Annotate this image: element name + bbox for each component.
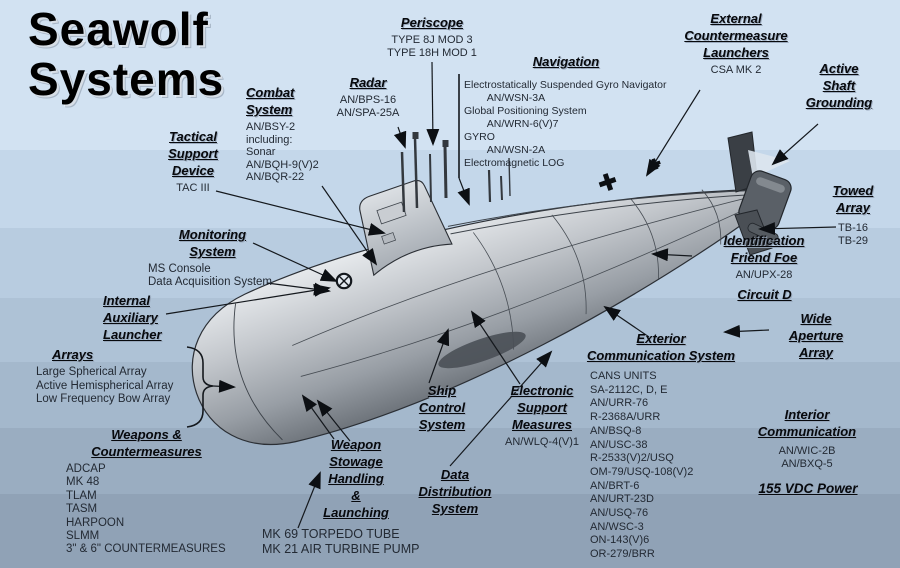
label-title: Interior Communication [757,407,857,439]
label-title: Internal Auxiliary Launcher [103,293,162,342]
label-title: Identification Friend Foe [723,233,805,265]
label-ship-control-system: Ship Control System [404,382,480,433]
label-body: AN/BPS-16 AN/SPA-25A [336,94,400,119]
label-body: TAC III [176,182,210,194]
label-title: Data Distribution System [418,467,492,516]
label-tactical-support-device: Tactical Support Device TAC III [148,128,238,195]
label-torpedo-tube-equipment: MK 69 TORPEDO TUBE MK 21 AIR TURBINE PUM… [262,527,447,557]
label-body: TYPE 8J MOD 3 TYPE 18H MOD 1 [387,34,477,59]
label-weapons-countermeasures: Weapons & Countermeasures ADCAP MK 48 TL… [44,426,249,557]
label-title: External Countermeasure Launchers [684,11,788,60]
label-identification-friend-foe: Identification Friend Foe AN/UPX-28 [693,232,835,282]
label-navigation-body: Electrostatically Suspended Gyro Navigat… [464,76,694,170]
label-title: Monitoring System [178,227,247,259]
label-title: Circuit D [737,287,792,302]
label-data-distribution-system: Data Distribution System [396,466,514,517]
label-navigation-title: Navigation [505,53,627,70]
label-body: Electrostatically Suspended Gyro Navigat… [464,79,667,169]
hull-group [191,179,789,446]
label-title: Towed Array [832,183,874,215]
label-body: AN/BSY-2 including: Sonar AN/BQH-9(V)2 A… [246,121,319,183]
label-circuit-d: Circuit D [712,286,817,303]
label-body: MS Console Data Acquisition System [148,263,273,288]
label-radar: Radar AN/BPS-16 AN/SPA-25A [320,74,416,120]
label-exterior-communication-system: Exterior Communication System CANS UNITS… [566,330,756,562]
label-monitoring-system: Monitoring System MS Console Data Acquis… [140,226,285,289]
label-title: Active Shaft Grounding [805,61,873,110]
label-towed-array: Towed Array TB-16 TB-29 [816,182,890,248]
label-body: AN/WIC-2B AN/BXQ-5 [778,445,836,470]
label-interior-communication: Interior Communication AN/WIC-2B AN/BXQ-… [740,406,874,471]
label-title: Periscope [400,15,464,30]
label-title: Weapons & Countermeasures [91,427,202,459]
launcher-ring-icon [335,272,353,290]
label-title: Navigation [532,54,600,69]
label-body: TB-16 TB-29 [838,222,868,247]
label-title: Ship Control System [418,383,466,432]
label-title: Combat System [246,85,295,117]
label-internal-auxiliary-launcher: Internal Auxiliary Launcher [103,292,201,343]
label-combat-system: Combat System AN/BSY-2 including: Sonar … [246,84,351,184]
label-body: AN/WLQ-4(V)1 [505,436,579,448]
label-body: ADCAP MK 48 TLAM TASM HARPOON SLMM 3" & … [66,463,226,556]
label-electronic-support-measures: Electronic Support Measures AN/WLQ-4(V)1 [486,382,598,449]
label-arrays: Arrays Large Spherical Array Active Hemi… [36,346,198,407]
page-title: Seawolf Systems [28,3,225,105]
label-wide-aperture-array: Wide Aperture Array [772,310,860,361]
label-body: Large Spherical Array Active Hemispheric… [36,366,174,405]
label-title: Wide Aperture Array [788,311,844,360]
label-title: Electronic Support Measures [510,383,574,432]
label-body: CANS UNITS SA-2112C, D, E AN/URR-76 R-23… [590,370,694,561]
label-title: 155 VDC Power [758,481,858,496]
label-weapon-stowage-handling-launching: Weapon Stowage Handling & Launching [310,436,402,521]
sail [359,179,453,277]
label-body: MK 69 TORPEDO TUBE MK 21 AIR TURBINE PUM… [262,527,420,556]
label-active-shaft-grounding: Active Shaft Grounding [795,60,883,111]
label-title: Exterior Communication System [586,331,736,363]
label-title: Arrays [52,347,94,362]
label-155-vdc-power: 155 VDC Power [743,480,873,497]
label-title: Tactical Support Device [168,129,218,178]
masts [400,132,511,213]
label-title: Radar [349,75,387,90]
label-body: AN/UPX-28 [735,269,793,281]
label-external-countermeasure-launchers: External Countermeasure Launchers CSA MK… [660,10,812,77]
label-body: CSA MK 2 [710,64,762,76]
label-periscope: Periscope TYPE 8J MOD 3 TYPE 18H MOD 1 [366,14,498,60]
leader-lines [165,61,837,529]
label-title: Weapon Stowage Handling & Launching [323,437,389,520]
